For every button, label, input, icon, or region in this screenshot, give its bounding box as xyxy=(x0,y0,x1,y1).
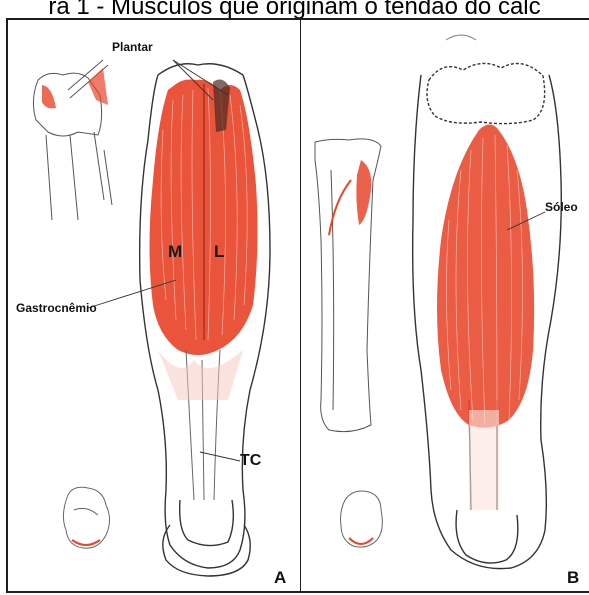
label-tc: TC xyxy=(240,452,261,470)
knee-top xyxy=(446,35,476,40)
soleus-muscle xyxy=(437,124,534,427)
panel-letter-a: A xyxy=(274,568,286,588)
knee-sketch-muscle-2 xyxy=(88,68,108,105)
tibia-muscle-origin xyxy=(356,160,371,225)
label-gastrocnemio: Gastrocnêmio xyxy=(16,301,97,315)
panel-letter-b: B xyxy=(567,568,579,588)
knee-sketch-muscle-1 xyxy=(42,85,56,108)
label-lateral: L xyxy=(214,242,224,262)
figure-caption: ra 1 - Músculos que originam o tendão do… xyxy=(0,0,589,20)
panel-b: Sóleo B xyxy=(300,18,589,593)
label-plantar: Plantar xyxy=(112,40,153,54)
calcaneus-b-insertion xyxy=(349,538,373,544)
soleus-tendon xyxy=(469,410,499,510)
calcaneus-sketch xyxy=(63,487,109,548)
label-soleo: Sóleo xyxy=(545,200,578,214)
tendon-shade xyxy=(158,350,243,400)
label-medial: M xyxy=(168,242,182,262)
calcaneus-insertion xyxy=(72,540,100,545)
panel-a: Plantar M L Gastrocnêmio TC A xyxy=(6,18,302,593)
panel-b-illustration xyxy=(301,20,589,593)
calcaneus-b-sketch xyxy=(341,491,383,547)
